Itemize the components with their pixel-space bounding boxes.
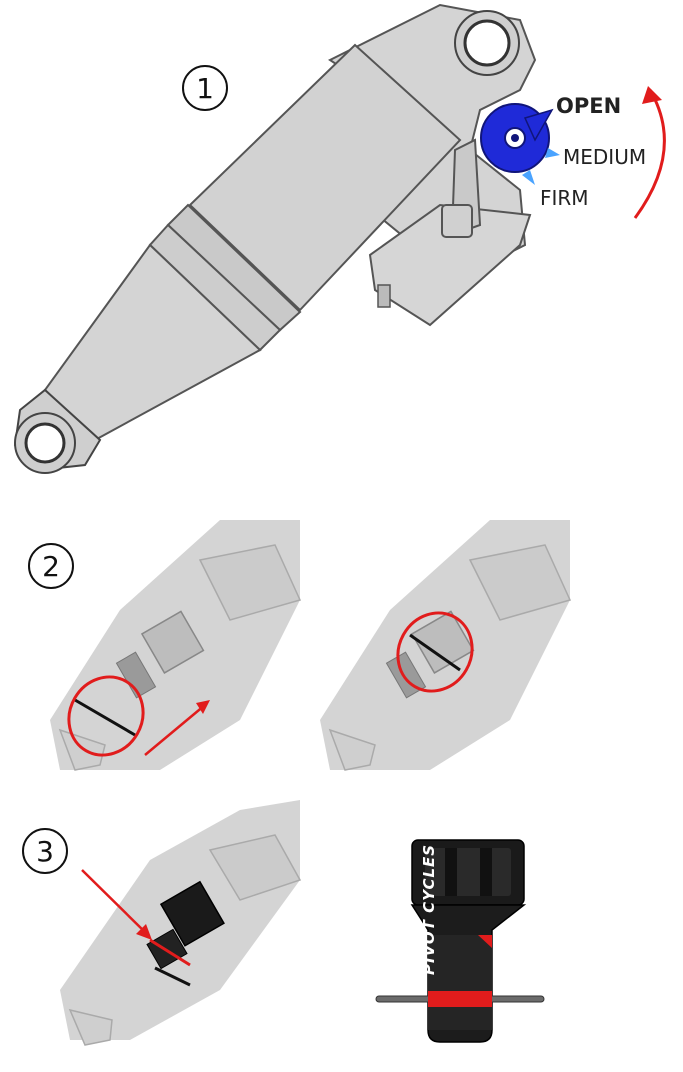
step-1-number: 1 <box>196 71 214 105</box>
step2-left-fitting <box>140 610 205 674</box>
step3-sleeve <box>208 834 302 901</box>
firm-detent <box>522 170 535 185</box>
firm-label: FIRM <box>540 186 589 210</box>
lever-arm[interactable] <box>523 108 554 142</box>
tool-cap-slot-2 <box>480 848 492 896</box>
step2-left-shock <box>50 520 302 771</box>
step2-left-oring <box>74 698 136 737</box>
step2-slide-arrow <box>144 704 206 756</box>
step2-left-sleeve <box>198 544 302 621</box>
shock-main <box>13 3 666 474</box>
step-3-number: 3 <box>36 834 54 868</box>
tool-corner-accent <box>478 935 492 948</box>
step3-tool-band <box>149 938 191 967</box>
step2-right-fitting <box>410 610 475 674</box>
step3-oring <box>154 966 191 987</box>
step3-arrow-head <box>136 924 152 940</box>
step2-right-eyelet <box>328 728 376 771</box>
step3-eyelet <box>68 1008 113 1046</box>
step-2-number: 2 <box>42 549 60 583</box>
rotation-arrow <box>633 89 666 219</box>
tool-red-band <box>428 991 492 1007</box>
step2-slide-arrow-head <box>196 700 210 714</box>
step2-right-sleeve <box>468 544 572 621</box>
rotation-arrow-head <box>642 86 662 104</box>
hose-cap <box>441 204 473 238</box>
step-2-badge: 2 <box>28 543 74 589</box>
air-can <box>188 43 462 312</box>
top-eyelet-hole <box>463 19 511 67</box>
step2-right-oring <box>409 633 461 672</box>
tool-label-panel <box>428 935 492 1030</box>
tool-cap-slot-1 <box>445 848 457 896</box>
step2-right-shock <box>320 520 572 771</box>
step3-arrow <box>81 869 149 936</box>
oring-tool <box>375 839 545 1043</box>
bottom-eyelet-hole <box>24 422 66 464</box>
step2-left-highlight <box>67 675 145 757</box>
open-label: OPEN <box>556 94 622 118</box>
step-1-badge: 1 <box>182 65 228 111</box>
tool-logo-text: PIVOT CYCLES <box>420 843 438 975</box>
step-3-badge: 3 <box>22 828 68 874</box>
step3-tool <box>159 880 225 947</box>
step2-right-highlight <box>396 611 474 693</box>
reservoir-valve <box>377 284 391 308</box>
step3-shock <box>60 800 302 1046</box>
reservoir <box>368 203 532 327</box>
medium-label: MEDIUM <box>563 145 647 169</box>
lever-bolt-center <box>511 134 519 142</box>
medium-detent <box>545 148 560 158</box>
compression-lever[interactable] <box>480 103 560 185</box>
